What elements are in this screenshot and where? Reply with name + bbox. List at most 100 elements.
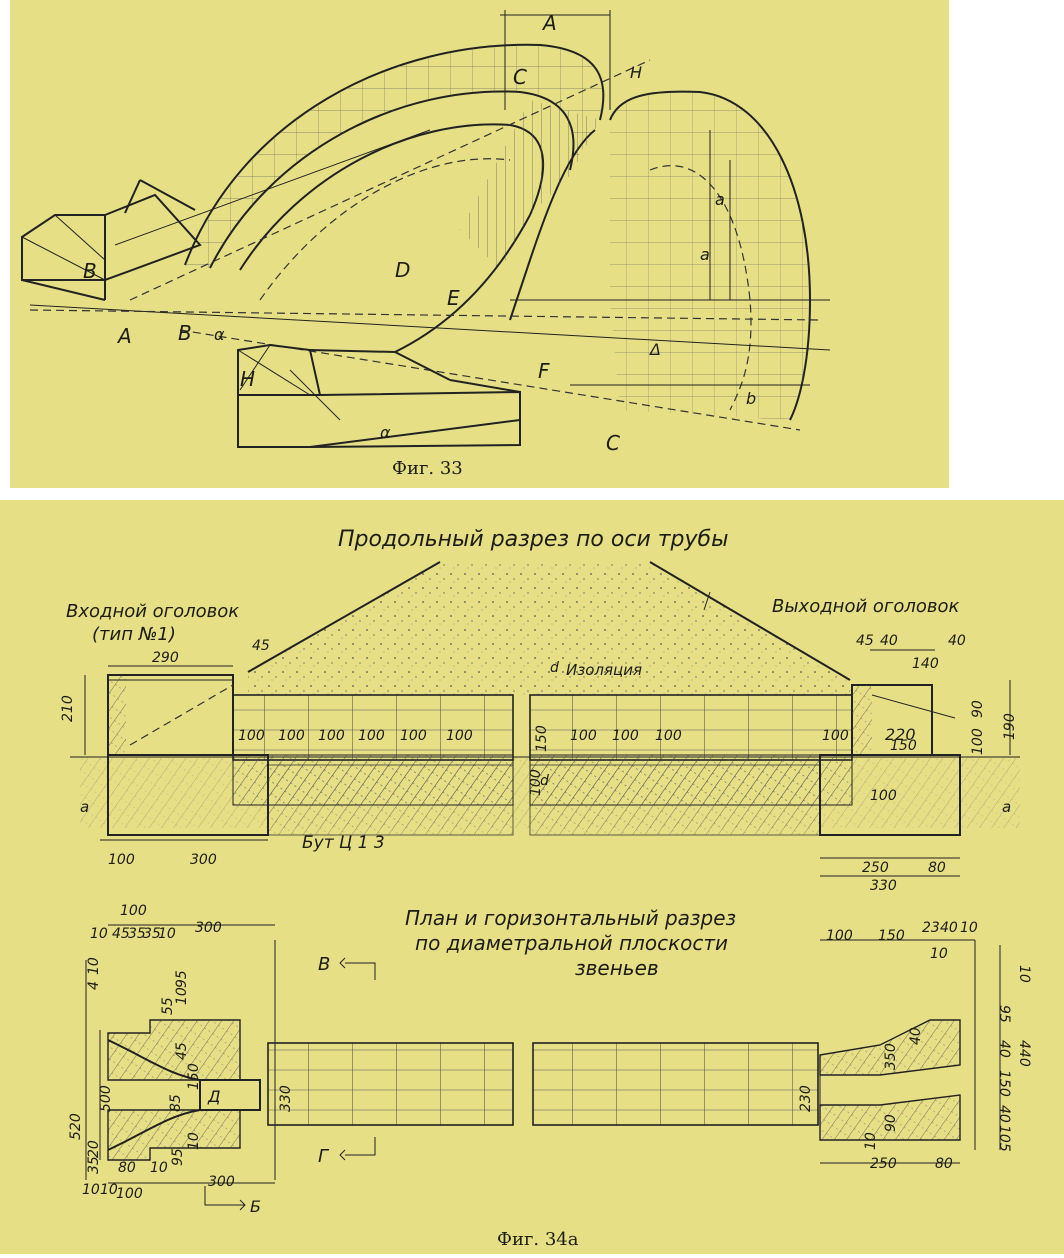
dim-45-left: 45	[252, 638, 270, 654]
inlet-title: Входной оголовок	[66, 601, 239, 622]
ring-dim-10: 100	[822, 728, 849, 744]
plan-dim-500: 500	[98, 1085, 114, 1112]
dim-40-b: 40	[948, 633, 966, 649]
plan-dim-95-bottom: 95	[170, 1148, 186, 1166]
plan-dim-80: 80	[118, 1160, 136, 1176]
dim-90: 90	[970, 700, 986, 718]
plan-dim-45-v: 45	[174, 1042, 190, 1060]
outlet-head-plan	[819, 1019, 961, 1141]
label-C-top: C	[513, 65, 527, 89]
ring-dim-1: 100	[238, 728, 265, 744]
ring-dim-7: 100	[570, 728, 597, 744]
dim-100-mid: 100	[870, 788, 897, 804]
plan-dim-150-v: 150	[186, 1063, 202, 1090]
plan-dim-40-r2: 40	[996, 1105, 1012, 1123]
figure-33-caption: Фиг. 33	[392, 458, 463, 479]
label-a-lower: a	[700, 245, 710, 264]
plan-dim-23: 23	[922, 920, 940, 936]
figure-34a-panel: Продольный разрез по оси трубы Входной о…	[0, 500, 1064, 1254]
plan-dim-45: 45	[112, 926, 130, 942]
section-title: Продольный разрез по оси трубы	[338, 527, 728, 552]
plan-dim-95-r: 95	[996, 1005, 1012, 1023]
ring-dim-9: 100	[655, 728, 682, 744]
label-B-left: B	[83, 259, 97, 283]
insulation-label: Изоляция	[566, 661, 642, 679]
dim-290: 290	[152, 650, 179, 666]
plan-dim-35-b: 35	[143, 926, 161, 942]
dim-100-bottom: 100	[108, 852, 135, 868]
plan-dim-10-b: 10	[158, 926, 176, 942]
ring-dim-11: 100	[528, 769, 544, 796]
front-wing	[237, 343, 521, 448]
plan-dim-10-bl2: 10	[150, 1160, 168, 1176]
plan-dim-520: 520	[68, 1113, 84, 1140]
dim-210: 210	[60, 695, 76, 722]
ring-dim-3: 100	[318, 728, 345, 744]
embankment	[247, 561, 851, 695]
ring-dim-2: 100	[278, 728, 305, 744]
plan-title-line-2: по диаметральной плоскости	[415, 931, 728, 955]
vault-barrel	[460, 90, 812, 421]
plan-mark-D: Д	[207, 1087, 221, 1106]
dim-190: 190	[1002, 713, 1018, 740]
plan-dimensions: 100 300 10 45 35 35 10 10 4 55 10 95 500…	[68, 903, 1032, 1202]
section-mark-V: В	[318, 954, 330, 975]
plan-dim-300-bl: 300	[208, 1174, 235, 1190]
dim-250-sec: 250	[862, 860, 889, 876]
label-A-top: A	[541, 11, 557, 35]
plan-dim-10-a: 10	[90, 926, 108, 942]
plan-dim-20: 20	[86, 1140, 102, 1158]
dim-300-bottom: 300	[190, 852, 217, 868]
section-mark-B: Б	[250, 1197, 261, 1216]
inlet-type: (тип №1)	[92, 624, 176, 645]
plan-dim-10-tr2: 10	[930, 946, 948, 962]
label-C-bottom: C	[606, 431, 620, 455]
symbol-d-bottom: d	[540, 773, 549, 789]
plan-dim-150-r: 150	[996, 1070, 1012, 1097]
figure-33-panel: A C H B D E A B α H α F C a a Δ b Фиг. 3…	[10, 0, 949, 488]
dim-330-sec: 330	[870, 878, 897, 894]
plan-dim-90-low: 90	[883, 1114, 899, 1132]
dim-80-sec: 80	[928, 860, 946, 876]
plan-dim-10-v2: 10	[174, 987, 190, 1005]
label-D: D	[395, 258, 410, 282]
ring-dim-6: 100	[446, 728, 473, 744]
plan-title-line-3: звеньев	[575, 956, 659, 980]
plan-dim-330: 330	[278, 1085, 294, 1112]
plan-dim-230: 230	[798, 1085, 814, 1112]
rear-wing	[21, 179, 202, 301]
plan-dim-80-r: 80	[935, 1156, 953, 1172]
label-H-front: H	[240, 367, 255, 391]
plan-dim-40-r1: 40	[996, 1040, 1012, 1058]
ring-dim-150: 150	[534, 725, 550, 752]
plan-dim-4: 4	[86, 981, 102, 990]
label-A-left: A	[116, 324, 132, 348]
symbol-a-right: a	[1002, 798, 1011, 816]
ring-dim-8: 100	[612, 728, 639, 744]
plan-dim-150-tr: 150	[878, 928, 905, 944]
dim-220: 220	[885, 725, 916, 744]
plan-dim-440: 440	[1016, 1040, 1032, 1067]
figure-34a-caption: Фиг. 34а	[497, 1229, 579, 1250]
plan-dim-10-v3: 10	[186, 1132, 202, 1150]
plan-title-line-1: План и горизонтальный разрез	[405, 906, 736, 930]
label-alpha-upper: α	[214, 325, 225, 344]
section-cut-marks	[204, 957, 376, 1211]
symbol-d-top: d	[550, 660, 559, 676]
plan-dim-35-v: 35	[86, 1156, 102, 1174]
plan-dim-40-r3: 40	[908, 1027, 924, 1045]
outlet-head-section	[819, 684, 961, 836]
plan-dim-10-tr1: 10	[960, 920, 978, 936]
plan-dim-35-a: 35	[128, 926, 146, 942]
plan-dim-10-low: 10	[863, 1132, 879, 1150]
figure-34a-drawing: Продольный разрез по оси трубы Входной о…	[60, 527, 1032, 1250]
plan-dim-100-bl: 100	[116, 1186, 143, 1202]
symbol-a-left: a	[80, 798, 89, 816]
plan-dim-95-top: 95	[174, 970, 190, 988]
ring-dim-5: 100	[400, 728, 427, 744]
inlet-head-plan: Д	[107, 1019, 261, 1161]
label-H-top: H	[630, 63, 642, 82]
label-alpha-lower: α	[380, 423, 391, 442]
label-b: b	[746, 389, 756, 408]
plan-dim-300-top: 300	[195, 920, 222, 936]
